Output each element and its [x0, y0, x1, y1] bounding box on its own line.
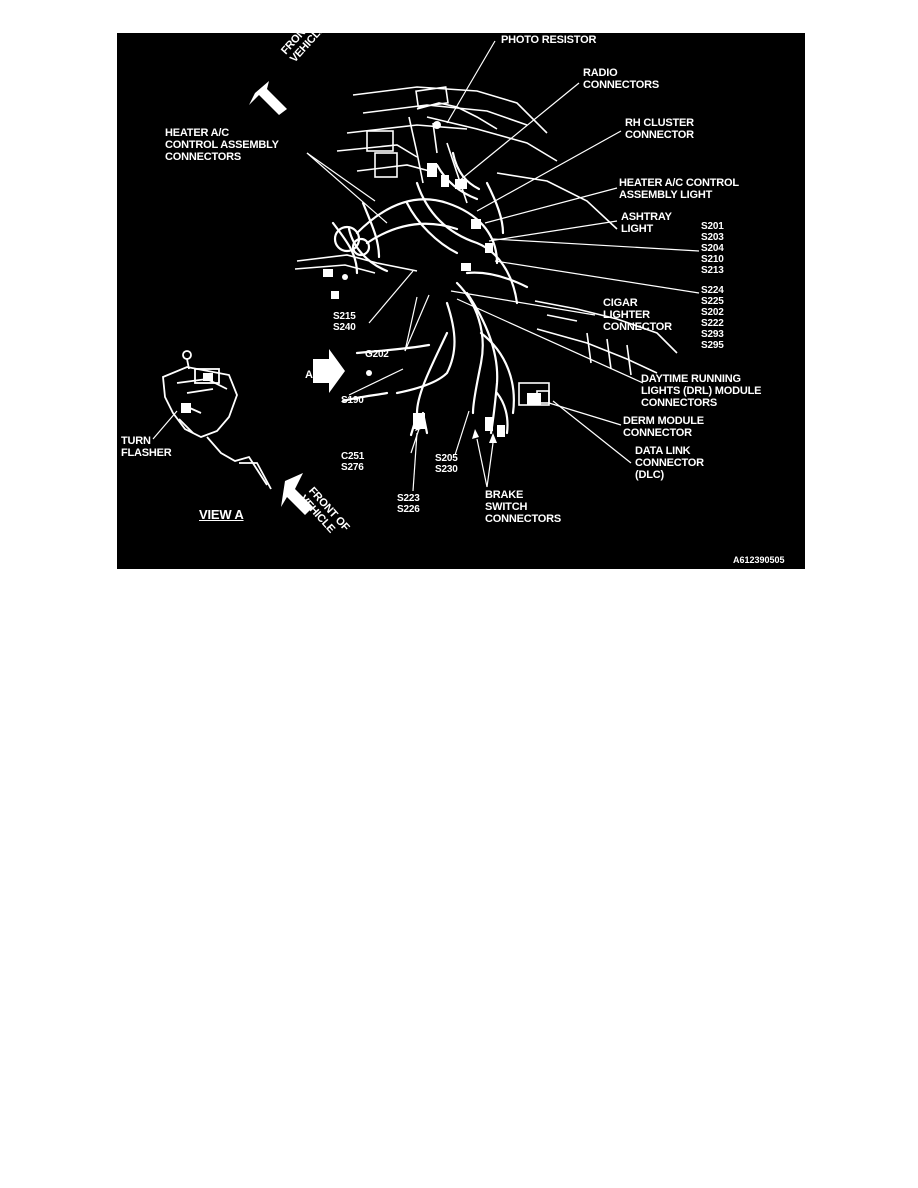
- label-line: S223: [397, 493, 420, 504]
- label-g202: G202: [365, 349, 389, 361]
- view-a-arrow: [313, 349, 345, 393]
- label-line: S204: [701, 243, 724, 254]
- label-drl-module-connectors: DAYTIME RUNNING LIGHTS (DRL) MODULE CONN…: [641, 373, 761, 409]
- label-line: PHOTO RESISTOR: [501, 34, 597, 46]
- label-line: RH CLUSTER: [625, 117, 694, 129]
- label-turn-flasher: TURN FLASHER: [121, 435, 172, 459]
- label-line: HEATER A/C CONTROL: [619, 177, 739, 189]
- label-derm-module-connector: DERM MODULE CONNECTOR: [623, 415, 704, 439]
- label-line: LIGHT: [621, 223, 653, 235]
- label-line: S276: [341, 462, 364, 473]
- front-arrow-top: [249, 81, 287, 115]
- view-a-title: VIEW A: [199, 507, 244, 522]
- label-line: S222: [701, 318, 724, 329]
- connector-blocks: [323, 121, 541, 437]
- label-line: S203: [701, 232, 724, 243]
- label-line: CONNECTORS: [583, 79, 660, 91]
- label-line: S213: [701, 265, 724, 276]
- label-line: CONNECTORS: [485, 513, 562, 525]
- label-line: G202: [365, 349, 389, 360]
- label-data-link-connector: DATA LINK CONNECTOR (DLC): [635, 445, 704, 481]
- label-s215-s240: S215 S240: [333, 311, 356, 333]
- label-line: CONNECTOR: [625, 129, 694, 141]
- label-line: VIEW A: [199, 507, 244, 522]
- label-line: (DLC): [635, 469, 664, 481]
- label-splice-group-2: S224 S225 S202 S222 S293 S295: [701, 285, 724, 351]
- label-heater-ac-control-light: HEATER A/C CONTROL ASSEMBLY LIGHT: [619, 177, 739, 201]
- label-line: S215: [333, 311, 356, 322]
- label-s223-s226: S223 S226: [397, 493, 420, 515]
- label-line: CONNECTOR: [635, 457, 704, 469]
- label-line: A: [305, 369, 313, 381]
- label-line: SWITCH: [485, 501, 528, 513]
- label-line: S202: [701, 307, 724, 318]
- label-line: S293: [701, 329, 724, 340]
- label-photo-resistor: PHOTO RESISTOR: [501, 34, 596, 46]
- label-line: DAYTIME RUNNING: [641, 373, 741, 385]
- label-line: LIGHTER: [603, 309, 650, 321]
- wiring-harness: [331, 151, 529, 437]
- label-radio-connectors: RADIO CONNECTORS: [583, 67, 659, 91]
- label-line: CONNECTOR: [603, 321, 672, 333]
- label-line: HEATER A/C: [165, 127, 230, 139]
- label-s190: S190: [341, 395, 364, 407]
- label-line: S225: [701, 296, 724, 307]
- label-line: S240: [333, 322, 356, 333]
- diagram-artwork: [152, 40, 700, 515]
- label-line: CONNECTOR: [623, 427, 692, 439]
- front-arrow-bottom: [281, 473, 313, 515]
- label-line: C251: [341, 451, 365, 462]
- label-heater-ac-control-connectors: HEATER A/C CONTROL ASSEMBLY CONNECTORS: [165, 127, 279, 163]
- leader-arrowheads: [415, 421, 497, 443]
- label-line: FLASHER: [121, 447, 172, 459]
- turn-flasher-fill: [181, 373, 213, 413]
- label-line: BRAKE: [485, 489, 524, 501]
- label-line: CIGAR: [603, 297, 638, 309]
- label-line: ASSEMBLY LIGHT: [619, 189, 713, 201]
- label-cigar-lighter-connector: CIGAR LIGHTER CONNECTOR: [603, 297, 672, 333]
- label-line: S226: [397, 504, 420, 515]
- label-line: CONNECTORS: [165, 151, 242, 163]
- label-line: S230: [435, 464, 458, 475]
- label-ashtray-light: ASHTRAY LIGHT: [621, 211, 672, 235]
- label-line: DERM MODULE: [623, 415, 704, 427]
- view-a-marker: A: [305, 369, 313, 381]
- label-line: S190: [341, 395, 364, 406]
- label-line: TURN: [121, 435, 151, 447]
- turn-flasher-artwork: [162, 350, 272, 490]
- label-line: S295: [701, 340, 724, 351]
- label-line: S205: [435, 453, 458, 464]
- label-line: S224: [701, 285, 724, 296]
- label-line: ASHTRAY: [621, 211, 672, 223]
- label-line: LIGHTS (DRL) MODULE: [641, 385, 762, 397]
- figure-id: A612390505: [733, 555, 785, 565]
- label-line: CONNECTORS: [641, 397, 718, 409]
- label-c251-s276: C251 S276: [341, 451, 364, 473]
- label-rh-cluster-connector: RH CLUSTER CONNECTOR: [625, 117, 694, 141]
- label-s205-s230: S205 S230: [435, 453, 458, 475]
- label-splice-group-1: S201 S203 S204 S210 S213: [701, 221, 724, 276]
- wiring-diagram: PHOTO RESISTOR RADIO CONNECTORS RH CLUST…: [117, 8, 805, 569]
- label-line: S210: [701, 254, 724, 265]
- label-line: RADIO: [583, 67, 618, 79]
- label-line: DATA LINK: [635, 445, 691, 457]
- label-line: S201: [701, 221, 724, 232]
- label-brake-switch-connectors: BRAKE SWITCH CONNECTORS: [485, 489, 561, 525]
- leader-lines: [152, 40, 700, 492]
- label-line: CONTROL ASSEMBLY: [165, 139, 279, 151]
